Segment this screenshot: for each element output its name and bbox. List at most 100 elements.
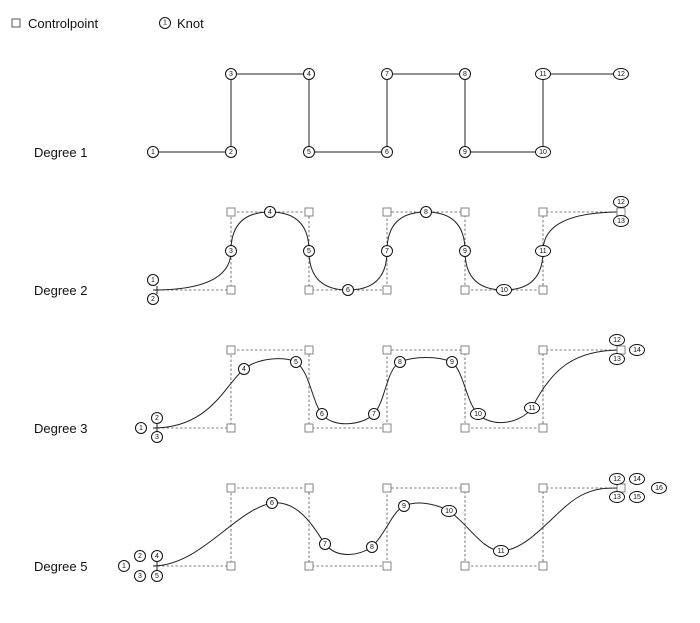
control-point [226,285,236,295]
control-point [226,483,236,493]
control-point [538,483,548,493]
knot-label: 10 [445,508,453,515]
knot-label: 10 [500,287,508,294]
knot-label: 10 [539,149,547,156]
knot-marker [147,293,159,305]
knot-label: 6 [346,287,350,294]
control-point [460,423,470,433]
control-point [616,207,626,217]
knot-label: 9 [450,359,454,366]
control-point [616,345,626,355]
knot-marker [420,206,432,218]
knot-marker [441,505,457,517]
knot-marker [316,408,328,420]
knot-marker [535,146,551,158]
row-label-degree-1: Degree 1 [34,145,87,160]
control-point [538,285,548,295]
knot-label: 3 [229,248,233,255]
control-point [382,561,392,571]
knot-label: 14 [633,476,641,483]
knot-marker [366,541,378,553]
knot-marker [459,68,471,80]
knot-label: 4 [268,209,272,216]
degree-5-control-points [226,483,626,571]
knot-marker [609,334,625,346]
knot-marker [609,353,625,365]
knot-label: 16 [655,485,663,492]
legend: Controlpoint 1 Knot [11,16,204,31]
knot-marker [225,68,237,80]
control-point [382,423,392,433]
knot-marker [151,412,163,424]
knot-marker [225,245,237,257]
knot-marker [342,284,354,296]
control-point [304,561,314,571]
knot-label: 13 [613,356,621,363]
knot-marker [613,68,629,80]
knot-marker [135,422,147,434]
knot-label: 13 [613,494,621,501]
knot-label: 4 [307,71,311,78]
knot-label: 5 [294,359,298,366]
knot-marker [147,274,159,286]
knot-marker [496,284,512,296]
knot-label: 8 [398,359,402,366]
knot-label: 12 [617,71,625,78]
knot-marker [303,245,315,257]
knot-marker [381,245,393,257]
knot-marker [303,146,315,158]
control-point [460,561,470,571]
knot-label: 15 [633,494,641,501]
knot-label: 3 [155,434,159,441]
controlpoint-legend-label: Controlpoint [28,16,98,31]
knot-label: 9 [402,503,406,510]
knot-label: 7 [323,541,327,548]
degree-3-curve [152,349,622,429]
knot-marker [535,245,551,257]
control-point [304,207,314,217]
control-point [382,207,392,217]
knot-label: 3 [229,71,233,78]
knot-label: 1 [122,563,126,570]
control-point [382,345,392,355]
control-point [538,345,548,355]
knot-label: 7 [385,248,389,255]
knot-label: 6 [385,149,389,156]
knot-label: 5 [307,149,311,156]
knot-label: 12 [613,337,621,344]
control-point [460,483,470,493]
knot-label: 2 [151,296,155,303]
control-point [304,483,314,493]
knot-marker [368,408,380,420]
knot-label: 12 [613,476,621,483]
knot-label: 10 [474,411,482,418]
knot-label: 4 [155,553,159,560]
knot-marker [147,146,159,158]
knot-label: 11 [539,71,546,78]
knot-label: 5 [155,573,159,580]
knot-label: 7 [385,71,389,78]
degree-1-polyline [153,73,621,153]
knot-label: 6 [270,500,274,507]
control-point [226,207,236,217]
knot-label: 4 [242,366,246,373]
knot-label: 13 [617,218,625,225]
knot-marker [470,408,486,420]
degree-3-control-polygon [153,349,621,429]
knot-marker [613,196,629,208]
knot-label: 3 [138,573,142,580]
knot-label: 1 [151,149,155,156]
knot-marker [303,68,315,80]
knot-legend-symbol: 1 [163,20,167,27]
knot-label: 11 [528,405,535,412]
control-point [616,483,626,493]
knot-label: 7 [372,411,376,418]
knot-label: 8 [424,209,428,216]
knot-label: 14 [633,347,641,354]
controlpoint-legend-icon [11,18,21,28]
knot-marker [381,146,393,158]
degree-3-control-points [226,345,626,433]
